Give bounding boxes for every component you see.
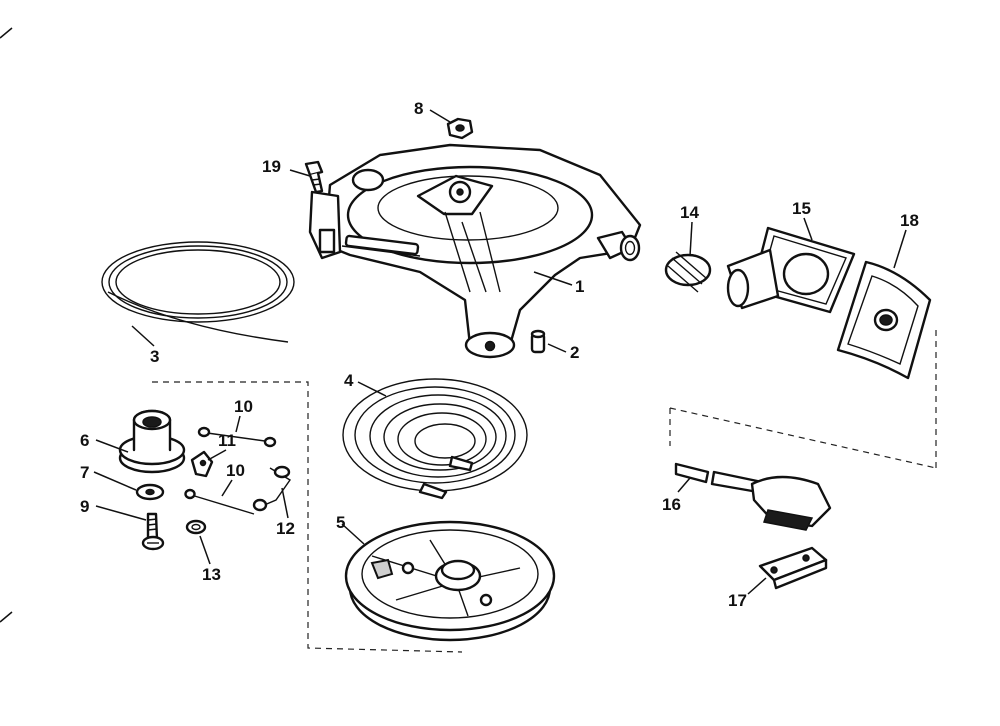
part-starter-handle [674, 462, 832, 531]
part-screw [141, 512, 165, 551]
margin-mark-top [0, 27, 13, 39]
callout-5: 5 [336, 513, 345, 532]
part-link-upper [197, 426, 277, 448]
part-rope-anchor [758, 546, 828, 590]
part-rope-guide [726, 226, 856, 314]
callout-16: 16 [662, 495, 681, 514]
group-outline-left [152, 381, 463, 653]
callout-3: 3 [150, 347, 159, 366]
margin-mark-bottom [0, 611, 13, 623]
part-guide-plate [836, 260, 932, 380]
callout-15: 15 [792, 199, 811, 218]
part-starter-rope [101, 241, 295, 343]
callout-10-upper: 10 [234, 397, 253, 416]
leader-lines [93, 109, 907, 595]
part-pin [530, 329, 546, 354]
callout-14: 14 [680, 203, 699, 222]
part-bolt-19 [304, 160, 324, 194]
callout-8: 8 [414, 99, 423, 118]
callout-1: 1 [575, 277, 584, 296]
part-pawl [190, 450, 214, 478]
callout-17: 17 [728, 591, 747, 610]
callout-18: 18 [900, 211, 919, 230]
callout-10-lower: 10 [226, 461, 245, 480]
part-hex-nut [446, 117, 474, 140]
part-link-lower [184, 488, 255, 515]
callout-4: 4 [344, 371, 354, 390]
part-rewind-spring [342, 378, 528, 500]
callout-19: 19 [262, 157, 281, 176]
callout-7: 7 [80, 463, 89, 482]
callout-9: 9 [80, 497, 89, 516]
group-outline-right [669, 330, 937, 469]
callout-12: 12 [276, 519, 295, 538]
part-retainer [185, 519, 207, 535]
part-cam-bushing [118, 409, 186, 474]
callout-2: 2 [570, 343, 579, 362]
part-starter-housing [308, 143, 642, 359]
callout-11: 11 [218, 431, 236, 450]
callout-13: 13 [202, 565, 221, 584]
part-handle-spring [664, 251, 712, 293]
callout-6: 6 [80, 431, 89, 450]
part-washer [135, 483, 165, 501]
part-rope-pulley [344, 520, 556, 642]
